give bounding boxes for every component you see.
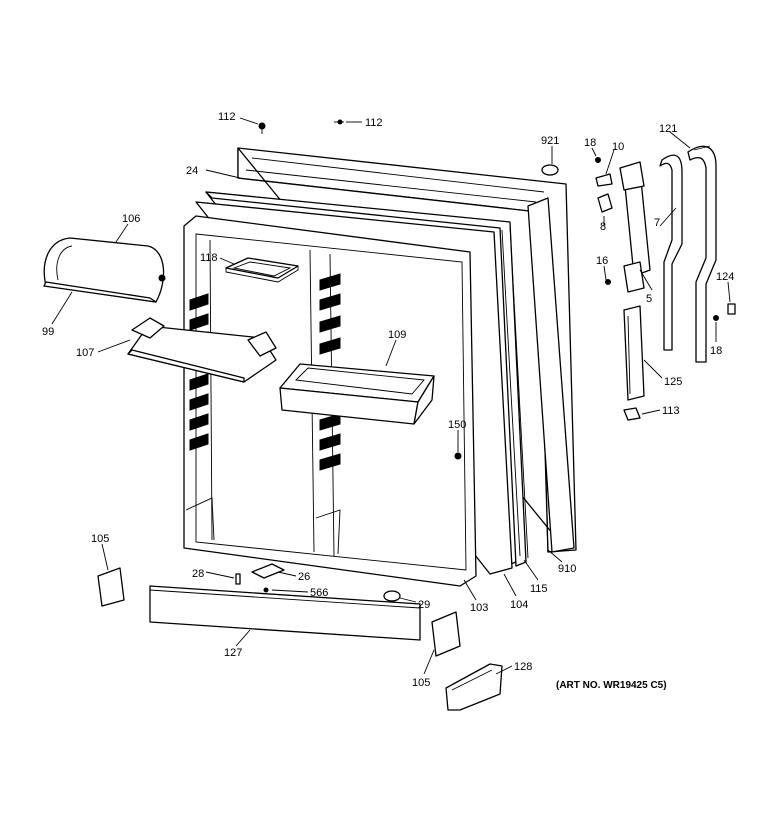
part-105-end-cap-right [431,611,461,657]
callout-107: 107 [76,347,94,359]
screw-112-left [258,122,266,134]
part-5-hinge-bracket [619,161,651,293]
part-125-hinge-cover [623,305,645,401]
part-121-handle-rail [687,145,717,363]
callout-104: 104 [510,599,528,611]
part-29-cap [383,590,401,602]
callout-8: 8 [600,221,606,233]
part-8-clip [597,193,613,213]
part-26-bracket [251,563,285,579]
part-118-tray [225,257,299,283]
callout-24: 24 [186,165,198,177]
callout-115: 115 [530,583,548,595]
part-7-handle [659,154,683,351]
screw-150 [454,452,462,460]
callout-5: 5 [646,293,652,305]
callout-18-bottom: 18 [710,345,722,357]
callout-26: 26 [298,571,310,583]
callout-127: 127 [224,647,242,659]
callout-124: 124 [716,271,734,283]
callout-105-right: 105 [412,677,430,689]
callout-28: 28 [192,568,204,580]
screw-566 [263,587,269,593]
callout-16: 16 [596,255,608,267]
part-128-bin [445,663,503,711]
callout-106: 106 [122,213,140,225]
screw-112-right [334,119,344,125]
leader-lines [51,117,731,675]
liner-rungs-right [319,273,341,471]
part-107-shelf [127,317,277,383]
callout-112-right: 112 [365,117,383,129]
callout-128: 128 [514,661,532,673]
part-28-pin [235,573,241,585]
screw-18-top [595,157,601,163]
callout-150: 150 [448,419,466,431]
art-number: (ART NO. WR19425 C5) [556,680,667,691]
screws [258,119,719,593]
part-10-clip [595,173,613,187]
callout-7: 7 [654,217,660,229]
liner-rungs-left [189,293,209,451]
callout-566: 566 [310,587,328,599]
callout-109: 109 [388,329,406,341]
part-106-dairy-door [43,237,166,303]
callout-105-left: 105 [91,533,109,545]
callout-921: 921 [541,135,559,147]
callout-10: 10 [612,141,624,153]
callout-103: 103 [470,602,488,614]
callout-121: 121 [659,123,677,135]
part-113-plug [623,407,641,421]
callout-125: 125 [664,376,682,388]
screw-18-bottom [713,315,719,321]
callout-910: 910 [558,563,576,575]
callout-112-left: 112 [218,111,236,123]
callout-99: 99 [42,326,54,338]
part-127-trim [149,585,421,641]
callout-29: 29 [418,599,430,611]
callout-18-top: 18 [584,137,596,149]
part-109-bin [279,363,435,425]
part-921-button [541,164,559,176]
part-124-plug [727,303,736,315]
screw-16 [605,279,611,285]
callout-labels: 112 112 921 18 10 121 24 106 118 8 7 16 … [42,111,734,691]
callout-118: 118 [200,252,218,264]
part-105-end-cap-left [97,567,125,607]
callout-113: 113 [662,405,680,417]
